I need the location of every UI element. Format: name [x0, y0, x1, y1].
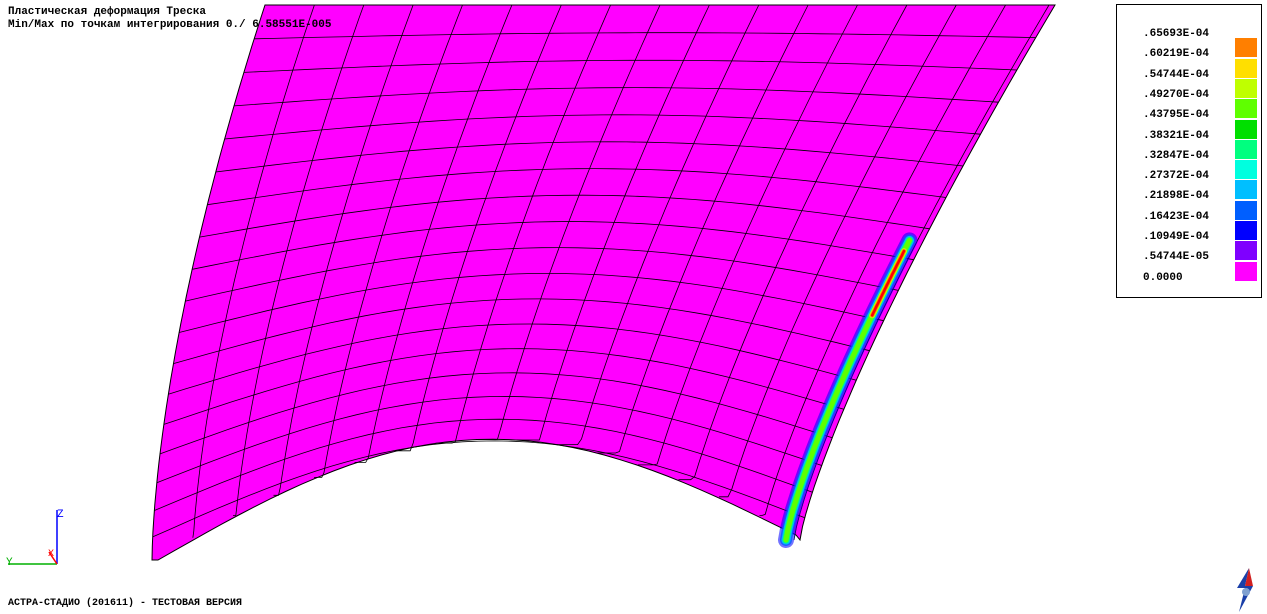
mesh-line: [154, 418, 813, 511]
legend-row: .38321E-04: [1117, 119, 1263, 150]
result-title: Пластическая деформация Треска: [8, 6, 207, 18]
app-status-footer: АСТРА-СТАДИО (201611) - ТЕСТОВАЯ ВЕРСИЯ: [8, 598, 243, 609]
mesh-line: [254, 32, 1036, 40]
legend-color-swatch: [1235, 261, 1257, 281]
mesh-line: [233, 4, 365, 516]
axis-x-label: X: [48, 549, 54, 560]
legend-value-label: .43795E-04: [1143, 109, 1210, 122]
mesh-line: [597, 4, 809, 454]
legend-color-swatch: [1235, 119, 1257, 139]
mesh-line: [192, 221, 914, 270]
legend-color-swatch: [1235, 139, 1257, 159]
legend-value-label: 0.0000: [1143, 271, 1183, 284]
legend-color-swatch: [1235, 78, 1257, 98]
strain-peak-contour: [870, 249, 906, 317]
mesh-line: [354, 4, 513, 463]
mesh-line: [557, 4, 760, 445]
mesh-line: [199, 194, 930, 238]
mesh-line: [163, 348, 844, 425]
legend-value-label: .49270E-04: [1143, 88, 1210, 101]
legend-color-swatch: [1235, 241, 1257, 261]
mesh-line: [759, 4, 1006, 516]
legend-value-label: .54744E-04: [1143, 68, 1210, 81]
mesh-line: [224, 114, 981, 140]
legend-value-label: .38321E-04: [1143, 129, 1210, 142]
mesh-line: [179, 272, 884, 333]
legend-row: .60219E-04: [1117, 38, 1263, 68]
mesh-line: [273, 4, 414, 496]
mesh-line: [516, 4, 710, 441]
shell-mesh: [151, 4, 1056, 561]
legend-color-swatch: [1235, 160, 1257, 180]
legend-color-swatch: [1235, 200, 1257, 220]
mesh-line: [185, 247, 899, 302]
legend-value-label: .65693E-04: [1143, 28, 1210, 40]
legend-color-swatch: [1235, 99, 1257, 119]
mesh-line: [152, 440, 805, 538]
app-logo-icon: [1237, 568, 1253, 612]
mesh-line: [243, 59, 1017, 73]
legend-color-swatch: [1235, 38, 1257, 58]
plastic-strain-zone: [778, 232, 918, 548]
mesh-line: [173, 298, 870, 364]
mesh-line: [159, 372, 833, 455]
legend-color-swatch: [1235, 58, 1257, 78]
legend-row: .16423E-04: [1117, 200, 1263, 231]
mesh-line: [233, 87, 999, 107]
mesh-line: [156, 395, 822, 484]
legend-row: 0.0000: [1117, 261, 1263, 292]
minmax-label: Min/Max по точкам интегрирования 0./ 6.5…: [8, 19, 332, 31]
mesh-line: [168, 323, 857, 395]
legend-row: .32847E-04: [1117, 139, 1263, 170]
legend-value-label: .21898E-04: [1143, 190, 1210, 203]
color-legend: .65693E-04 .60219E-04 .54744E-04 .49270E-04…: [1116, 4, 1262, 298]
legend-row: .27372E-04: [1117, 160, 1263, 190]
legend-row: .49270E-04: [1117, 78, 1263, 109]
legend-color-swatch: [1235, 221, 1257, 240]
legend-row: .10949E-04: [1117, 221, 1263, 251]
mesh-line: [207, 168, 947, 206]
legend-value-label: .32847E-04: [1143, 149, 1210, 162]
legend-value-label: .10949E-04: [1143, 231, 1210, 243]
mesh-line: [476, 4, 661, 440]
legend-value-label: .16423E-04: [1143, 210, 1210, 223]
legend-color-swatch: [1235, 180, 1257, 200]
mesh-line: [314, 4, 463, 478]
legend-value-label: .54744E-05: [1143, 251, 1210, 264]
legend-row: .43795E-04: [1117, 99, 1263, 129]
legend-row: .21898E-04: [1117, 180, 1263, 210]
mesh-line: [395, 4, 562, 452]
axis-y-label: Y: [6, 557, 13, 569]
mesh-line: [638, 4, 858, 466]
axis-triad: Z Y X: [6, 509, 64, 569]
mesh-line: [215, 141, 964, 173]
mesh-line: [719, 4, 957, 498]
legend-value-label: .60219E-04: [1143, 48, 1210, 61]
legend-value-label: .27372E-04: [1143, 170, 1210, 183]
axis-z-label: Z: [57, 509, 64, 521]
legend-row: .54744E-04: [1117, 58, 1263, 89]
legend-row: .65693E-04: [1117, 27, 1263, 48]
mesh-line: [192, 4, 315, 538]
legend-row: .54744E-05: [1117, 241, 1263, 271]
